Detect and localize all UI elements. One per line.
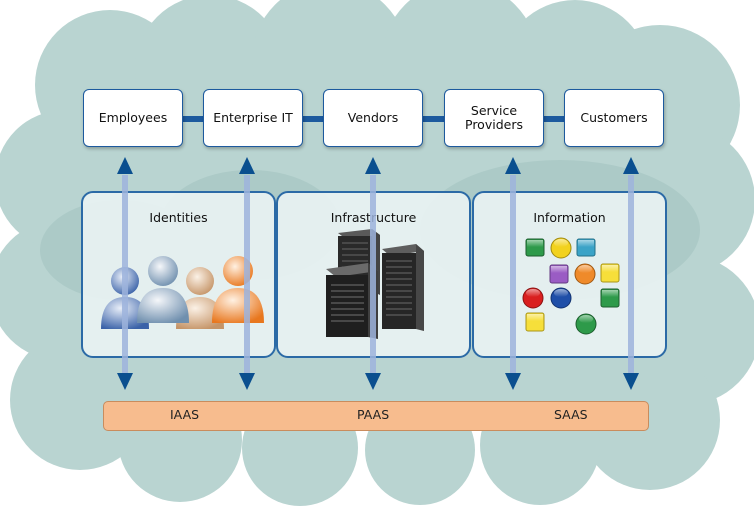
stakeholder-vendors: Vendors	[323, 89, 423, 147]
stakeholder-enterprise-it: Enterprise IT	[203, 89, 303, 147]
service-iaas: IAAS	[170, 407, 200, 422]
service-saas: SAAS	[554, 407, 588, 422]
people-group-icon	[101, 256, 264, 329]
stakeholder-customers: Customers	[564, 89, 664, 147]
stakeholder-service-providers: Service Providers	[444, 89, 544, 147]
service-paas: PAAS	[357, 407, 390, 422]
server-rack-icon	[326, 229, 424, 339]
panel-identities: Identities	[81, 191, 276, 358]
panel-infrastructure: Infrastructure	[276, 191, 471, 358]
panel-title: Information	[533, 210, 606, 225]
service-bar	[103, 401, 649, 431]
panel-title: Identities	[149, 210, 208, 225]
stakeholder-employees: Employees	[83, 89, 183, 147]
panel-information: Information	[472, 191, 667, 358]
data-objects-icon	[522, 237, 620, 335]
